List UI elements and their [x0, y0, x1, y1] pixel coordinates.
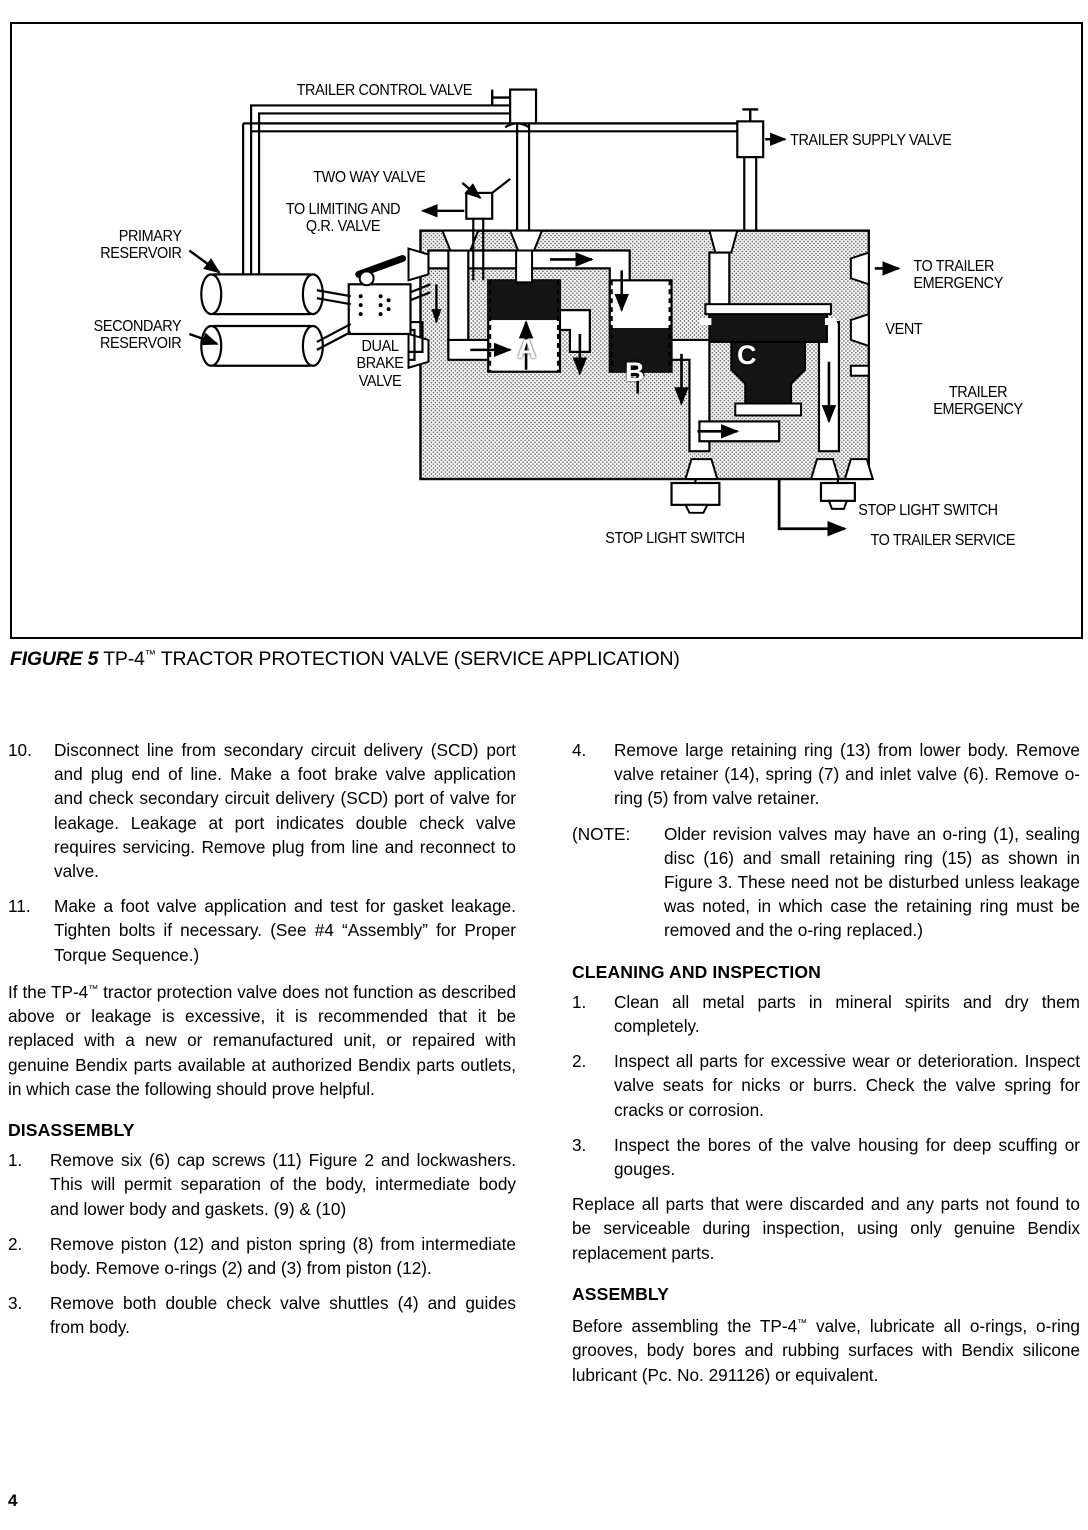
list-item-number: 3.: [572, 1134, 587, 1155]
label-two-way-valve: TWO WAY VALVE: [313, 169, 426, 186]
figure-caption-post: TRACTOR PROTECTION VALVE (SERVICE APPLIC…: [155, 648, 680, 670]
tp4-intro-part2: tractor protection valve does not functi…: [8, 982, 516, 1099]
chamber-label-b: B: [625, 357, 645, 387]
label-stop-light-switch-right: STOP LIGHT SWITCH: [858, 502, 998, 519]
right-column: 4. Remove large retaining ring (13) from …: [572, 738, 1080, 1387]
list-item-text: Make a foot valve application and test f…: [54, 896, 516, 965]
left-column: 10. Disconnect line from secondary circui…: [8, 738, 516, 1351]
trademark-symbol: ™: [144, 649, 156, 661]
list-item: 2. Remove piston (12) and piston spring (…: [8, 1232, 516, 1280]
tp4-intro-paragraph: If the TP-4™ tractor protection valve do…: [8, 978, 516, 1101]
assembly-part2: valve, lubricate all o-rings, o-ring gro…: [572, 1316, 1080, 1385]
label-secondary-reservoir: SECONDARY RESERVOIR: [93, 318, 182, 353]
label-dual-brake-valve: DUAL BRAKE VALVE: [356, 338, 404, 390]
cleaning-and-inspection-heading: CLEANING AND INSPECTION: [572, 961, 821, 982]
list-item: 4. Remove large retaining ring (13) from …: [572, 738, 1080, 811]
list-item: 3. Remove both double check valve shuttle…: [8, 1291, 516, 1339]
list-item: 1. Clean all metal parts in mineral spiri…: [572, 990, 1080, 1038]
list-item-text: Inspect the bores of the valve housing f…: [614, 1134, 1080, 1180]
label-stop-light-switch-left: STOP LIGHT SWITCH: [605, 530, 745, 547]
label-to-trailer-emergency: TO TRAILER EMERGENCY: [913, 258, 1003, 293]
list-item: 1. Remove six (6) cap screws (11) Figure …: [8, 1148, 516, 1221]
list-item-text: Disconnect line from secondary circuit d…: [54, 740, 516, 882]
label-to-limiting-and-qr-valve: TO LIMITING AND Q.R. VALVE: [285, 201, 401, 236]
chamber-label-a: A: [517, 334, 537, 364]
assembly-part1: Before assembling the TP-4: [572, 1316, 798, 1337]
list-item-number: 11.: [8, 896, 31, 917]
list-item-number: 3.: [8, 1293, 23, 1314]
note-block: (NOTE: Older revision valves may have an …: [572, 822, 1080, 943]
list-item: 10. Disconnect line from secondary circui…: [8, 738, 516, 883]
list-item-number: 2.: [8, 1233, 23, 1254]
list-item-number: 10.: [8, 740, 32, 760]
label-trailer-control-valve: TRAILER CONTROL VALVE: [296, 82, 473, 99]
list-item-number: 1.: [8, 1150, 23, 1171]
disassembly-heading: DISASSEMBLY: [8, 1120, 135, 1141]
list-item-text: Remove piston (12) and piston spring (8)…: [50, 1233, 516, 1279]
label-trailer-supply-valve: TRAILER SUPPLY VALVE: [790, 132, 952, 149]
list-item-text: Remove large retaining ring (13) from lo…: [614, 740, 1080, 809]
list-item-number: 1.: [572, 991, 587, 1012]
chamber-label-c: C: [737, 340, 757, 370]
list-item-text: Remove six (6) cap screws (11) Figure 2 …: [50, 1150, 516, 1219]
label-primary-reservoir: PRIMARY RESERVOIR: [100, 228, 182, 263]
note-text: Older revision valves may have an o-ring…: [664, 823, 1080, 941]
label-trailer-emergency: TRAILER EMERGENCY: [933, 384, 1023, 419]
list-item: 11. Make a foot valve application and tes…: [8, 894, 516, 967]
note-label: (NOTE:: [572, 823, 631, 844]
trademark-symbol: ™: [797, 1318, 808, 1330]
figure-caption: FIGURE 5 TP-4™ TRACTOR PROTECTION VALVE …: [10, 648, 1080, 671]
label-vent: VENT: [885, 321, 923, 338]
replace-parts-paragraph: Replace all parts that were discarded an…: [572, 1194, 1080, 1263]
figure-frame: TRAILER CONTROL VALVE TRAILER SUPPLY VAL…: [10, 22, 1083, 639]
list-item-text: Remove both double check valve shuttles …: [50, 1293, 516, 1338]
body-columns: 10. Disconnect line from secondary circui…: [8, 738, 1080, 1468]
trademark-symbol: ™: [88, 983, 99, 995]
list-item-text: Inspect all parts for excessive wear or …: [614, 1051, 1080, 1120]
list-item-number: 4.: [572, 740, 587, 760]
tractor-protection-valve-schematic: [188, 88, 901, 537]
list-item-text: Clean all metal parts in mineral spirits…: [614, 991, 1080, 1037]
figure-caption-pre: TP-4: [98, 648, 145, 670]
tp4-intro-part1: If the TP-4: [8, 982, 89, 1002]
assembly-heading: ASSEMBLY: [572, 1283, 669, 1304]
list-item-number: 2.: [572, 1051, 587, 1072]
assembly-paragraph: Before assembling the TP-4™ valve, lubri…: [572, 1312, 1080, 1387]
list-item: 3. Inspect the bores of the valve housing…: [572, 1133, 1080, 1181]
list-item: 2. Inspect all parts for excessive wear o…: [572, 1049, 1080, 1122]
figure-number: FIGURE 5: [10, 648, 99, 670]
page-number: 4: [8, 1491, 18, 1510]
label-to-trailer-service: TO TRAILER SERVICE: [870, 532, 1016, 549]
